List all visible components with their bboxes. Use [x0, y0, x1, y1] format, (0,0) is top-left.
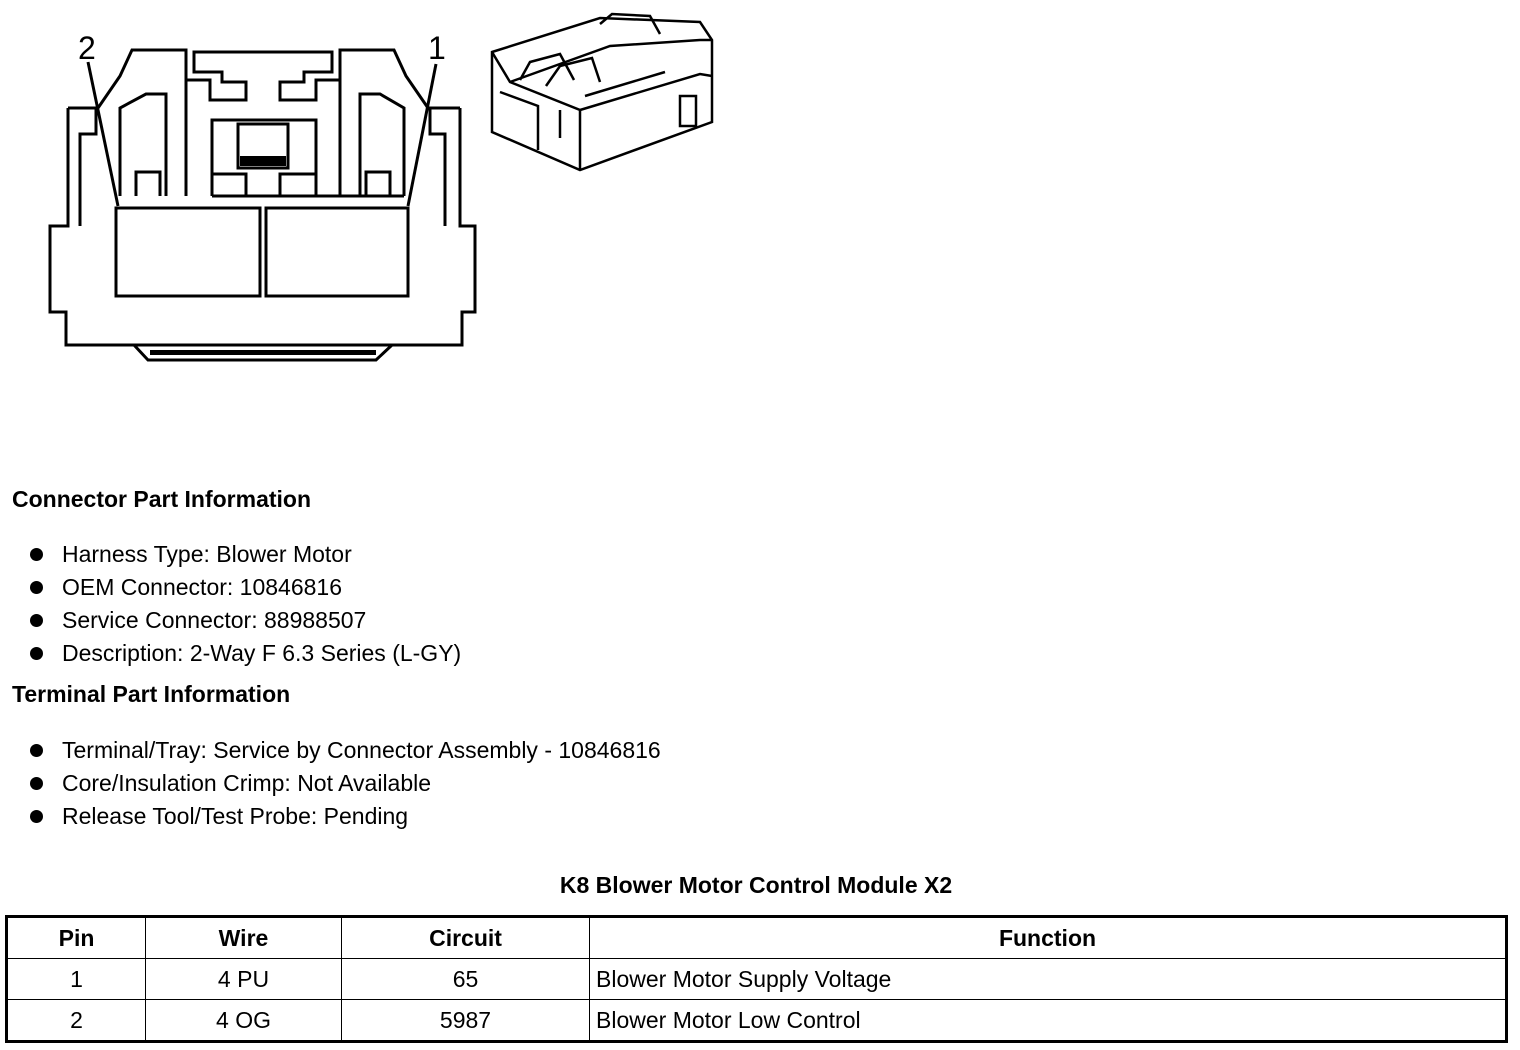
bullet-icon [30, 581, 43, 594]
terminal-info-item: Terminal/Tray: Service by Connector Asse… [62, 737, 661, 763]
table-row: 2 4 OG 5987 Blower Motor Low Control [6, 999, 1507, 1042]
terminal-info-heading: Terminal Part Information [12, 681, 291, 707]
bullet-icon [30, 810, 43, 823]
terminal-info-list: Terminal/Tray: Service by Connector Asse… [30, 734, 661, 833]
pin-cell: 1 [6, 958, 146, 1000]
bullet-icon [30, 777, 43, 790]
connector-info-heading: Connector Part Information [12, 486, 312, 512]
circuit-cell: 5987 [341, 999, 590, 1042]
circuit-cell: 65 [341, 958, 590, 1000]
list-item: Terminal/Tray: Service by Connector Asse… [30, 734, 661, 767]
pin-2-label: 2 [78, 30, 96, 66]
bullet-icon [30, 647, 43, 660]
column-header-pin: Pin [6, 916, 146, 959]
wire-cell: 4 OG [145, 999, 342, 1042]
connector-info-item: Service Connector: 88988507 [62, 607, 367, 633]
list-item: OEM Connector: 10846816 [30, 571, 461, 604]
bullet-icon [30, 614, 43, 627]
bullet-icon [30, 744, 43, 757]
pin-table: Pin Wire Circuit Function 1 4 PU 65 Blow… [5, 915, 1508, 1043]
connector-info-list: Harness Type: Blower Motor OEM Connector… [30, 538, 461, 670]
bullet-icon [30, 548, 43, 561]
connector-info-item: Description: 2-Way F 6.3 Series (L-GY) [62, 640, 462, 666]
pin-1-label: 1 [428, 30, 446, 66]
column-header-wire: Wire [145, 916, 342, 959]
table-row: 1 4 PU 65 Blower Motor Supply Voltage [6, 958, 1507, 1000]
table-header-row: Pin Wire Circuit Function [6, 916, 1507, 959]
function-cell: Blower Motor Supply Voltage [589, 958, 1507, 1000]
list-item: Description: 2-Way F 6.3 Series (L-GY) [30, 637, 461, 670]
pin-cell: 2 [6, 999, 146, 1042]
terminal-info-item: Release Tool/Test Probe: Pending [62, 803, 409, 829]
list-item: Service Connector: 88988507 [30, 604, 461, 637]
list-item: Harness Type: Blower Motor [30, 538, 461, 571]
column-header-function: Function [589, 916, 1507, 959]
list-item: Core/Insulation Crimp: Not Available [30, 767, 661, 800]
column-header-circuit: Circuit [341, 916, 590, 959]
connector-face-drawing [48, 12, 714, 362]
pin-table-title: K8 Blower Motor Control Module X2 [559, 872, 953, 898]
terminal-info-item: Core/Insulation Crimp: Not Available [62, 770, 432, 796]
function-cell: Blower Motor Low Control [589, 999, 1507, 1042]
connector-info-item: Harness Type: Blower Motor [62, 541, 352, 567]
connector-info-item: OEM Connector: 10846816 [62, 574, 343, 600]
list-item: Release Tool/Test Probe: Pending [30, 800, 661, 833]
wire-cell: 4 PU [145, 958, 342, 1000]
